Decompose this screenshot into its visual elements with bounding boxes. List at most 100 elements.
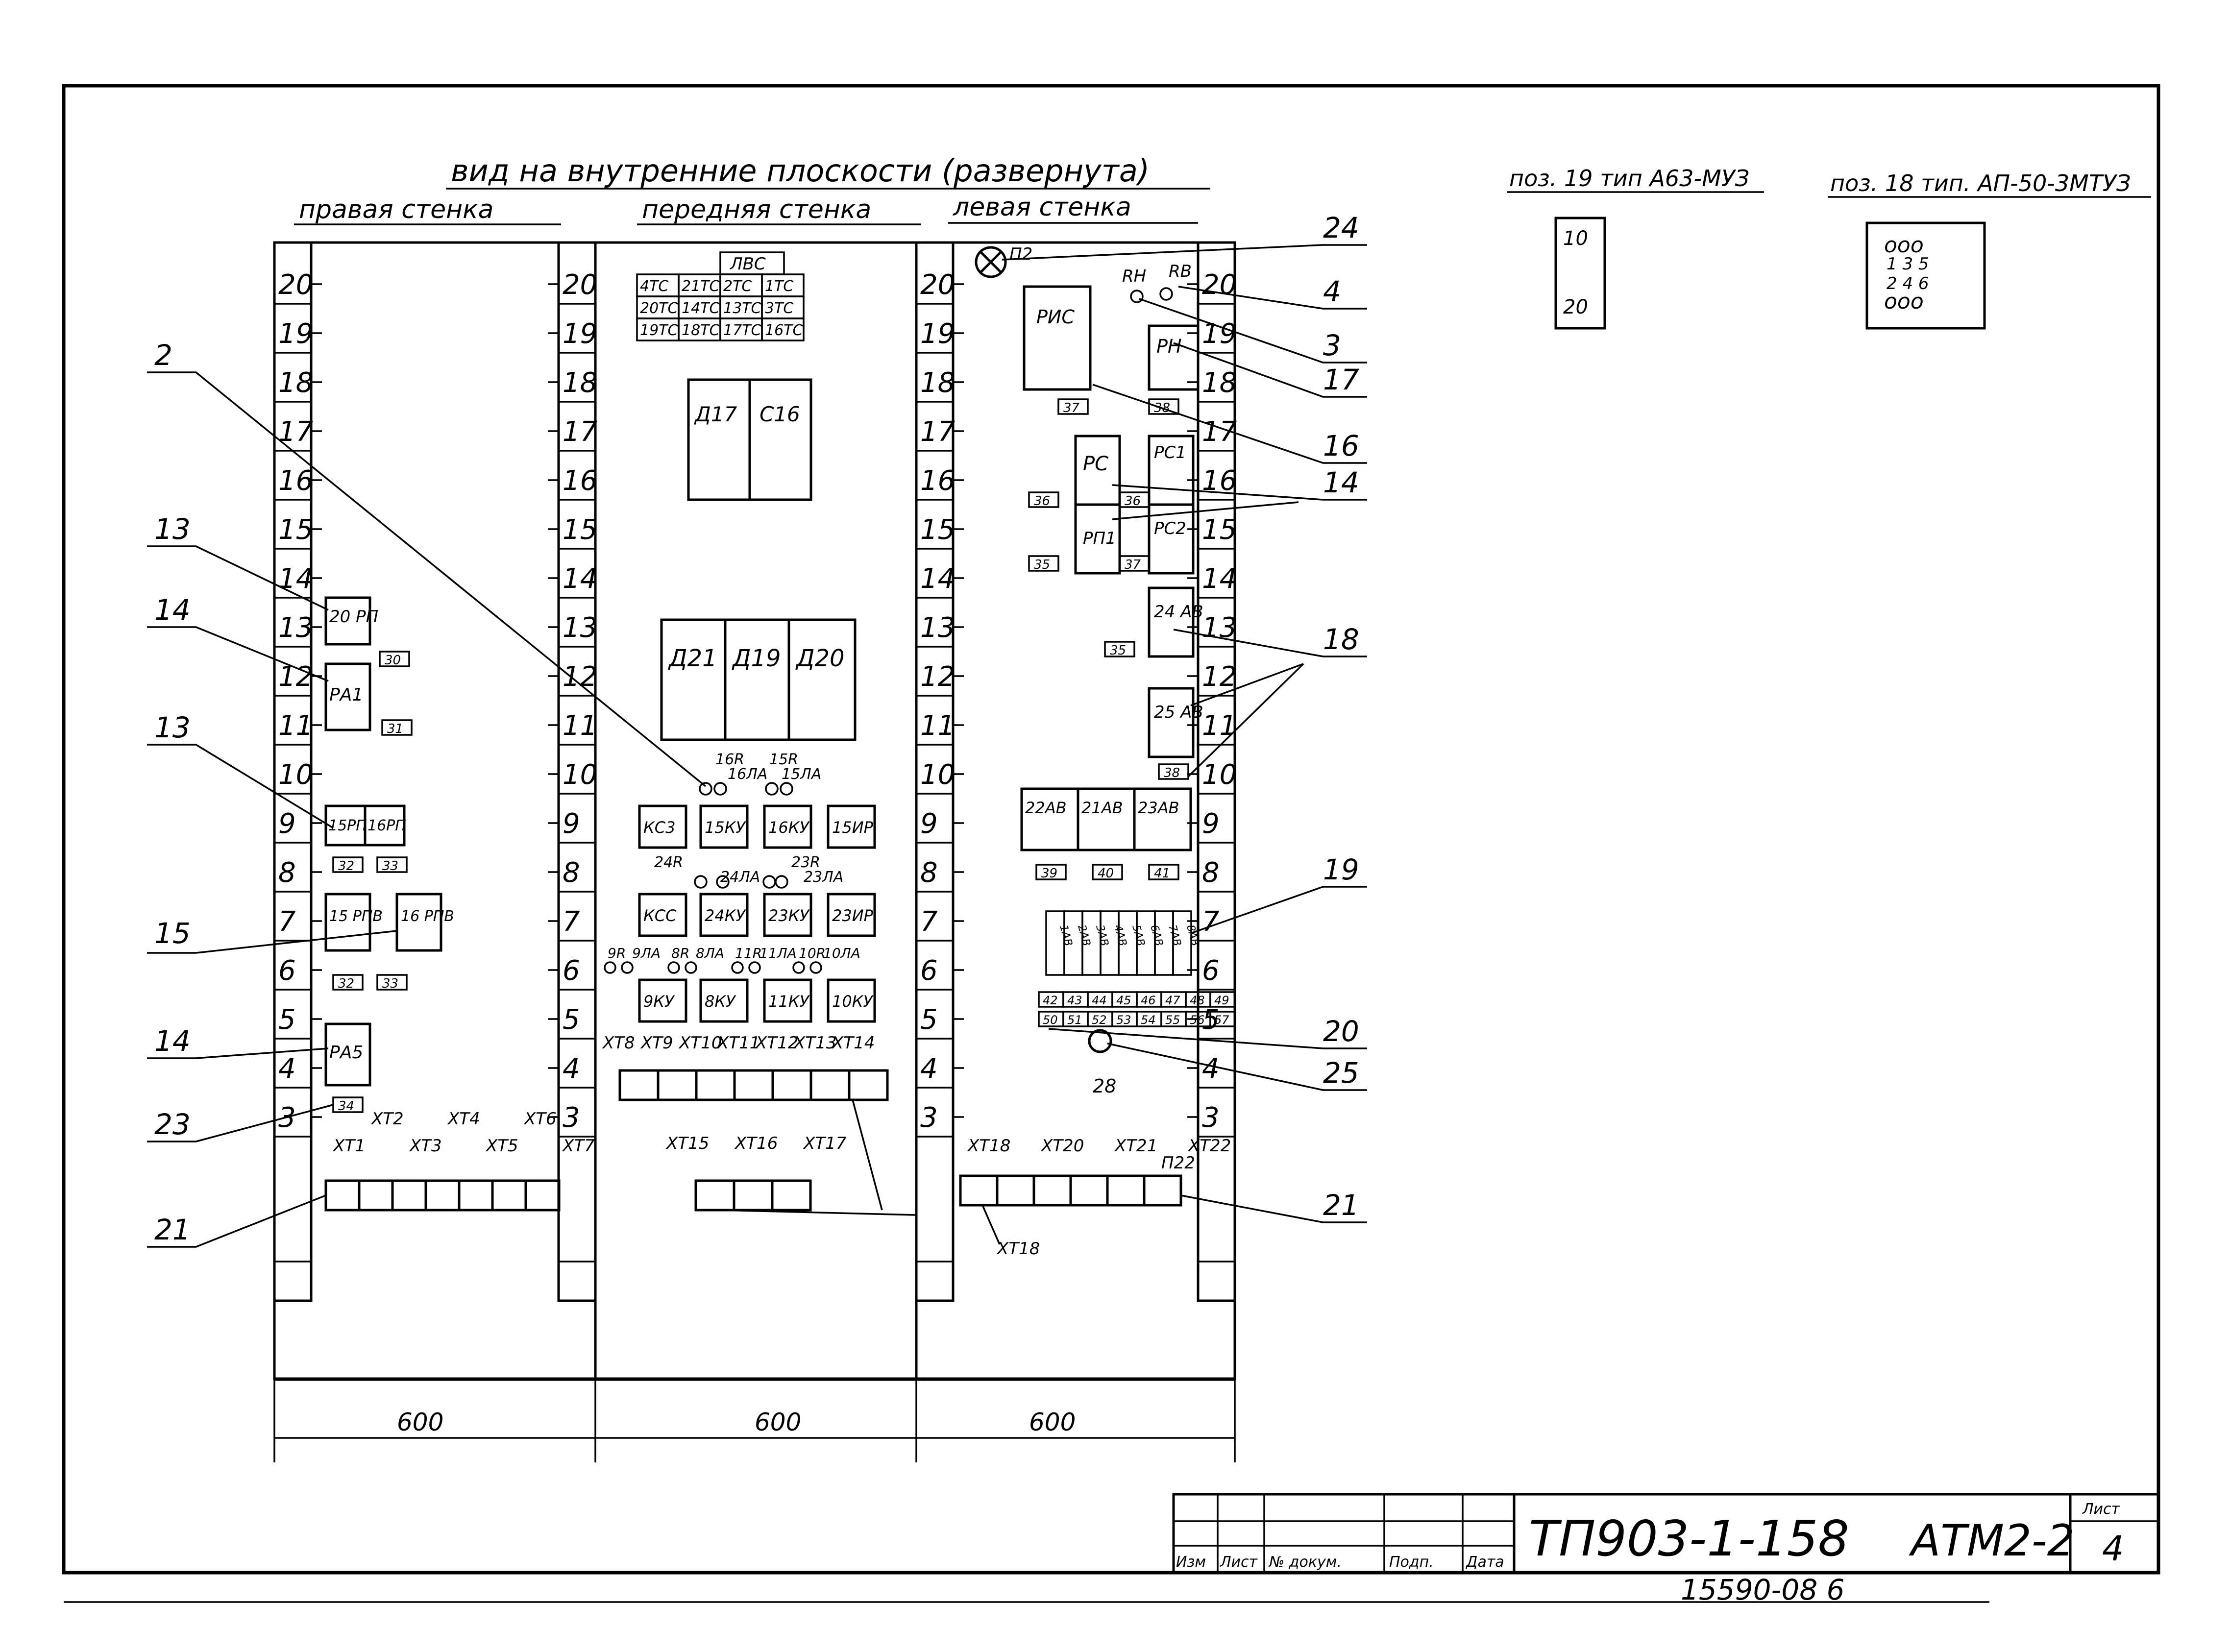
ruler-number: 10: [1202, 759, 1237, 791]
lamp: [604, 961, 616, 974]
ruler-strip-1: [557, 241, 597, 1302]
terminal-block: [618, 1069, 660, 1101]
ruler-number: 19: [563, 318, 597, 350]
terminal-block: [424, 1179, 461, 1212]
ra1-label: РА1: [329, 685, 363, 705]
wall-label-left: левая стенка: [953, 193, 1131, 222]
mark-box: [1119, 491, 1150, 508]
ruc-box: [1023, 285, 1092, 391]
mark-box: [379, 651, 410, 667]
relay-label: 8КУ: [705, 992, 736, 1011]
ruler-number: 16: [563, 465, 597, 497]
av-box: [1133, 787, 1192, 851]
xt-label: ХТ3: [409, 1136, 442, 1156]
block-d17: [687, 378, 751, 501]
ruler-number: 6: [278, 955, 296, 987]
xt-label: ХТ22: [1187, 1136, 1231, 1156]
av25-label: 25 АВ: [1154, 703, 1203, 722]
block-c16: [748, 378, 812, 501]
breaker-label: 1АВ: [1057, 923, 1075, 947]
lamp-label: 10ЛА: [823, 945, 860, 961]
relay-row2: [638, 893, 687, 937]
mark-box: [332, 856, 364, 873]
stamp-sheet-label: Лист: [2082, 1501, 2121, 1518]
breaker-label: 6АВ: [1148, 923, 1165, 947]
rp15-label: 15РП: [328, 817, 367, 834]
term-mark-label: 47: [1165, 994, 1180, 1007]
mark-box: [1028, 555, 1059, 572]
mark-label: 32: [338, 859, 354, 874]
pos18-breaker: [1865, 221, 1986, 330]
mark-label: 39: [1041, 866, 1057, 881]
stamp-col-doc: № докум.: [1268, 1554, 1342, 1571]
lamp-label: 24R: [654, 854, 683, 871]
rn-box-label: РН: [1156, 336, 1182, 357]
xt-label: ХТ13: [793, 1033, 836, 1053]
ruler-number: 9: [1202, 808, 1220, 840]
xt-label: ХТ6: [523, 1109, 557, 1129]
xt-label: ХТ12: [755, 1033, 798, 1053]
mark-label: 38: [1164, 766, 1180, 780]
rpv15-label: 15 РПВ: [329, 908, 383, 925]
rn-box: [1148, 324, 1200, 391]
xt-label: ХТ18: [967, 1136, 1010, 1156]
callout-leader: [1190, 663, 1304, 706]
table-cell-text: 19ТС: [640, 322, 678, 339]
callout-leader: [1173, 629, 1367, 657]
block-d20-label: Д20: [795, 645, 845, 672]
p2-label: П2: [1009, 244, 1032, 264]
callout-right-label: 24: [1323, 211, 1359, 244]
relay-row2: [763, 893, 812, 937]
relay-label: 9КУ: [643, 992, 675, 1011]
table-cell-text: 3ТС: [765, 300, 793, 317]
ruler-number: 10: [563, 759, 597, 791]
pos18-row2: 1 3 5: [1887, 254, 1929, 274]
table-cell-text: 20ТС: [640, 300, 678, 317]
terminal-block: [324, 1179, 361, 1212]
av24-label: 24 АВ: [1154, 602, 1203, 622]
callout-leader: [147, 626, 329, 682]
term-mark-label: 52: [1092, 1013, 1107, 1027]
callout-left-label: 13: [154, 512, 191, 546]
ruler-number: 4: [563, 1053, 580, 1085]
terminal-block: [959, 1174, 999, 1207]
ruler-number: 7: [920, 906, 938, 938]
breaker-label: 3АВ: [1093, 923, 1111, 947]
lamp: [765, 782, 779, 796]
rulers: 2019181716151413121110987654320191817161…: [273, 241, 1237, 1302]
term-mark-label: 57: [1214, 1013, 1229, 1027]
av-label: 22АВ: [1025, 799, 1067, 817]
ruler-number: 18: [563, 367, 597, 399]
callout-leader: [1190, 886, 1367, 934]
stamp-col-sign: Подп.: [1389, 1554, 1434, 1571]
table-header: ЛВС: [729, 254, 766, 274]
table-cell-text: 21ТС: [682, 278, 719, 295]
callout-leader: [147, 371, 707, 787]
relay-label: 23КУ: [768, 906, 810, 925]
lamp-label: 9R: [608, 945, 626, 961]
p22-label: П22: [1161, 1153, 1195, 1173]
lamp-label: 23ЛА: [804, 869, 843, 886]
callout-left-label: 13: [154, 711, 191, 744]
block-d20: [787, 618, 857, 741]
terminal-block: [733, 1179, 774, 1212]
table-cell-text: 17ТС: [723, 322, 761, 339]
breaker: [1172, 910, 1192, 976]
wall-label-right: правая стенка: [299, 195, 493, 224]
ruler-strip-3: [1197, 241, 1236, 1302]
ruler-number: 10: [920, 759, 955, 791]
rs2-box: [1148, 503, 1195, 575]
lamp: [713, 782, 727, 796]
ruler-number: 13: [920, 612, 955, 644]
rs1-label: РС1: [1154, 443, 1186, 462]
dim-right-wall: 600: [397, 1408, 443, 1436]
mark-label: 35: [1034, 558, 1050, 572]
ruler-number: 20: [1202, 269, 1237, 301]
xt-label: ХТ11: [716, 1033, 760, 1053]
ruler-number: 16: [278, 465, 313, 497]
terminal-block: [694, 1179, 735, 1212]
ruler-number: 5: [563, 1004, 580, 1036]
rv-lamp: [1159, 287, 1173, 301]
